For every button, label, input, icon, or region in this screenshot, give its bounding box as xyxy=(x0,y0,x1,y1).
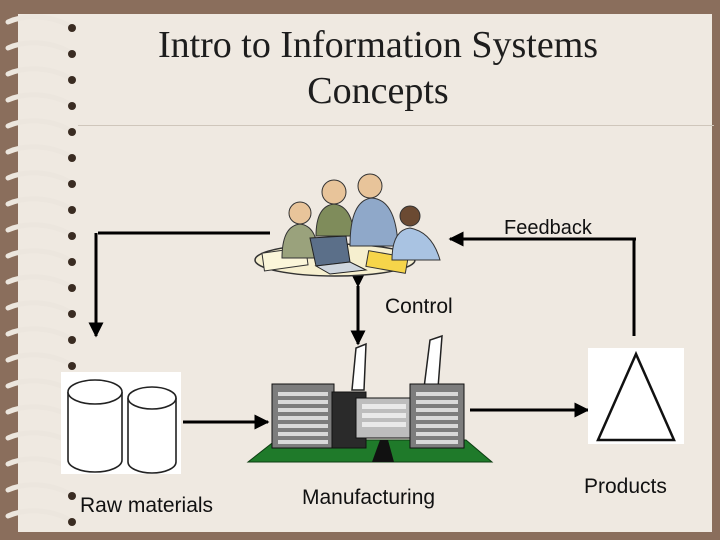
factory-window-stripe xyxy=(416,424,458,428)
factory-window-stripe xyxy=(278,416,328,420)
binding-hole xyxy=(68,206,76,214)
binding-ring xyxy=(5,274,75,291)
factory-window-stripe xyxy=(416,432,458,436)
binding-ring xyxy=(5,482,75,499)
binding-hole xyxy=(68,518,76,526)
binding-hole xyxy=(68,284,76,292)
cylinders-icon xyxy=(61,372,181,474)
binding-ring xyxy=(5,508,75,525)
factory-window-stripe xyxy=(416,392,458,396)
team-meeting-illustration xyxy=(254,173,441,277)
binding-hole xyxy=(68,232,76,240)
binding-hole xyxy=(68,180,76,188)
binding-ring xyxy=(5,300,75,317)
binding-ring xyxy=(5,92,75,109)
raw-materials-label: Raw materials xyxy=(80,494,214,517)
binding-ring xyxy=(5,66,75,83)
binding-ring xyxy=(5,170,75,187)
title-line-2: Concepts xyxy=(307,70,449,112)
manufacturing-label: Manufacturing xyxy=(302,486,436,509)
binding-ring xyxy=(5,248,75,265)
binding-ring xyxy=(5,352,75,369)
binding-hole xyxy=(68,154,76,162)
binding-hole xyxy=(68,492,76,500)
title-divider xyxy=(78,125,714,126)
binding-hole xyxy=(68,336,76,344)
binding-hole xyxy=(68,362,76,370)
spiral-binding xyxy=(5,14,76,526)
factory-window-stripe xyxy=(278,408,328,412)
feedback-label: Feedback xyxy=(504,217,592,239)
binding-hole xyxy=(68,76,76,84)
products-label: Products xyxy=(584,475,667,498)
factory-window-stripe xyxy=(278,424,328,428)
binding-hole xyxy=(68,24,76,32)
factory-window-stripe xyxy=(278,400,328,404)
factory-window-stripe xyxy=(416,400,458,404)
binding-hole xyxy=(68,128,76,136)
binding-ring xyxy=(5,40,75,57)
factory-window-stripe xyxy=(416,440,458,444)
factory-window-stripe xyxy=(278,440,328,444)
binding-hole xyxy=(68,258,76,266)
binding-ring xyxy=(5,326,75,343)
binding-hole xyxy=(68,102,76,110)
factory-window-stripe xyxy=(278,432,328,436)
factory-window-stripe xyxy=(278,392,328,396)
triangle-icon xyxy=(588,348,684,444)
binding-hole xyxy=(68,50,76,58)
binding-ring xyxy=(5,14,75,31)
control-label: Control xyxy=(385,295,453,318)
factory-illustration xyxy=(246,334,494,463)
binding-ring xyxy=(5,222,75,239)
binding-ring xyxy=(5,196,75,213)
binding-ring xyxy=(5,118,75,135)
factory-window-stripe xyxy=(416,408,458,412)
slide-title: Intro to Information Systems Concepts xyxy=(108,22,648,114)
title-line-1: Intro to Information Systems xyxy=(157,24,599,66)
binding-hole xyxy=(68,310,76,318)
binding-ring xyxy=(5,144,75,161)
factory-window-stripe xyxy=(416,416,458,420)
